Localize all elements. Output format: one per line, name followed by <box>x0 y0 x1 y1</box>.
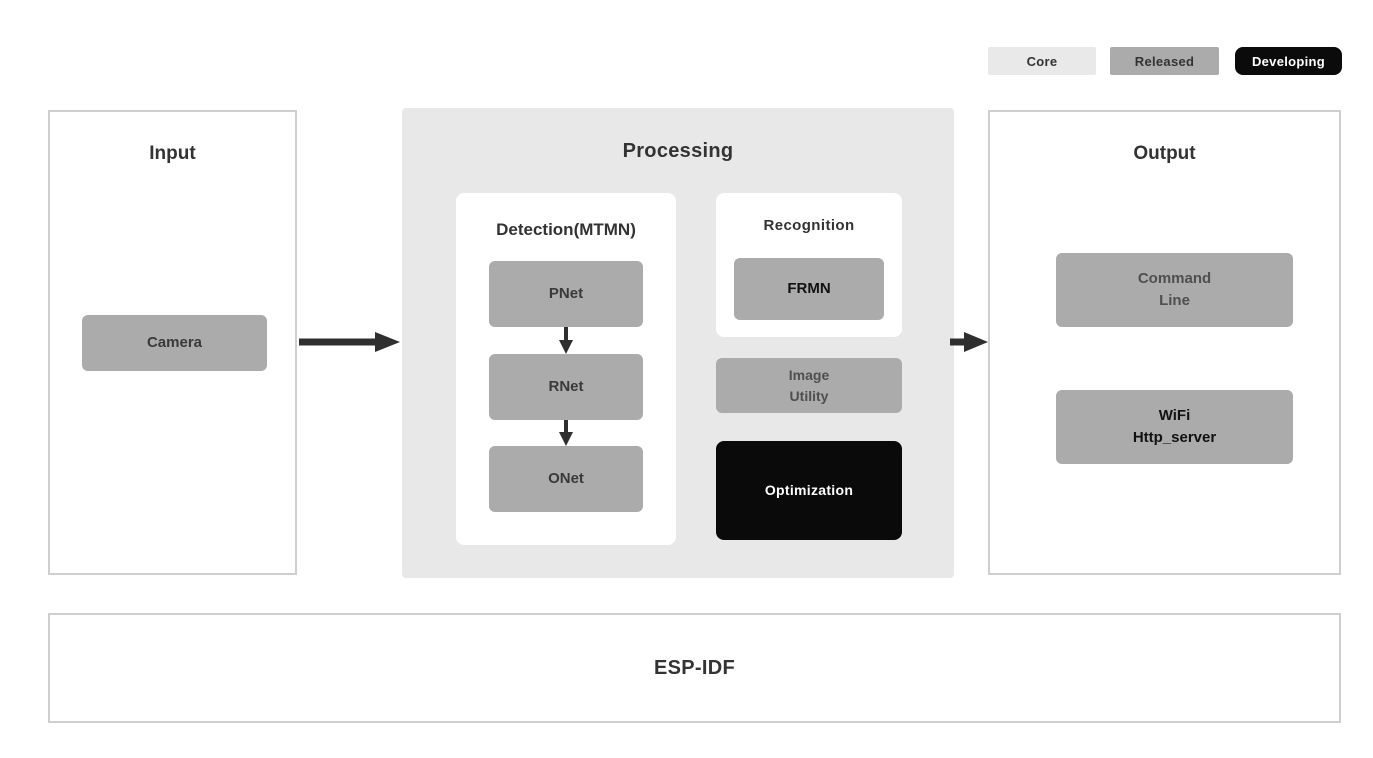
onet-block: ONet <box>489 446 643 512</box>
input-panel: Input Camera <box>48 110 297 575</box>
flow-arrow-pnet-to-rnet-icon <box>559 327 573 354</box>
flow-arrow-processing-to-output-icon <box>950 332 988 352</box>
legend-released-badge: Released <box>1110 47 1219 75</box>
legend-core-label: Core <box>1026 53 1058 69</box>
output-panel-title: Output <box>1133 143 1196 164</box>
wifi-http-server-block: WiFi Http_server <box>1056 390 1293 464</box>
esp-idf-panel: ESP-IDF <box>48 613 1341 723</box>
command-line-block: Command Line <box>1056 253 1293 327</box>
detection-title: Detection(MTMN) <box>496 220 636 239</box>
legend-developing-badge: Developing <box>1235 47 1342 75</box>
processing-panel: Processing Detection(MTMN) PNet RNet ONe… <box>402 108 954 578</box>
optimization-block: Optimization <box>716 441 902 540</box>
input-panel-title: Input <box>149 143 196 164</box>
pnet-block: PNet <box>489 261 643 327</box>
legend-released-label: Released <box>1134 53 1195 69</box>
esp-idf-title: ESP-IDF <box>654 656 735 679</box>
image-utility-block: Image Utility <box>716 358 902 413</box>
camera-block: Camera <box>82 315 267 371</box>
frmn-block: FRMN <box>734 258 884 320</box>
detection-subpanel: Detection(MTMN) PNet RNet ONet <box>456 193 676 545</box>
legend-core-badge: Core <box>988 47 1096 75</box>
flow-arrow-input-to-processing-icon <box>299 332 400 352</box>
output-panel: Output Command Line WiFi Http_server <box>988 110 1341 575</box>
recognition-title: Recognition <box>763 217 855 234</box>
flow-arrow-rnet-to-onet-icon <box>559 420 573 446</box>
recognition-subpanel: Recognition FRMN <box>716 193 902 337</box>
rnet-block: RNet <box>489 354 643 420</box>
legend-developing-label: Developing <box>1251 53 1326 69</box>
processing-panel-title: Processing <box>622 140 734 162</box>
